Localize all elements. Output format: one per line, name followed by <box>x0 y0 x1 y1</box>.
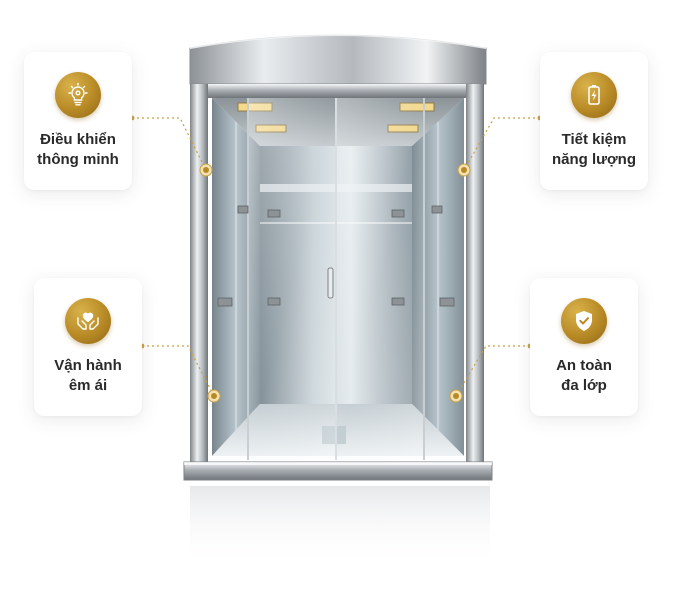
feature-label: Tiết kiệm năng lượng <box>551 131 637 168</box>
feature-label: An toàn đa lớp <box>556 357 612 394</box>
feature-label: Vận hành êm ái <box>54 357 122 394</box>
feature-card-energy-saving: Tiết kiệm năng lượng <box>540 52 648 190</box>
smart-bulb-gear-icon <box>55 72 101 118</box>
feature-label: Điều khiển thông minh <box>37 131 119 168</box>
feature-card-smart-control: Điều khiển thông minh <box>24 52 132 190</box>
feature-card-multi-layer-safety: An toàn đa lớp <box>530 278 638 416</box>
hands-heart-icon <box>65 298 111 344</box>
shield-check-icon <box>561 298 607 344</box>
feature-card-smooth-operation: Vận hành êm ái <box>34 278 142 416</box>
battery-charge-icon <box>571 72 617 118</box>
